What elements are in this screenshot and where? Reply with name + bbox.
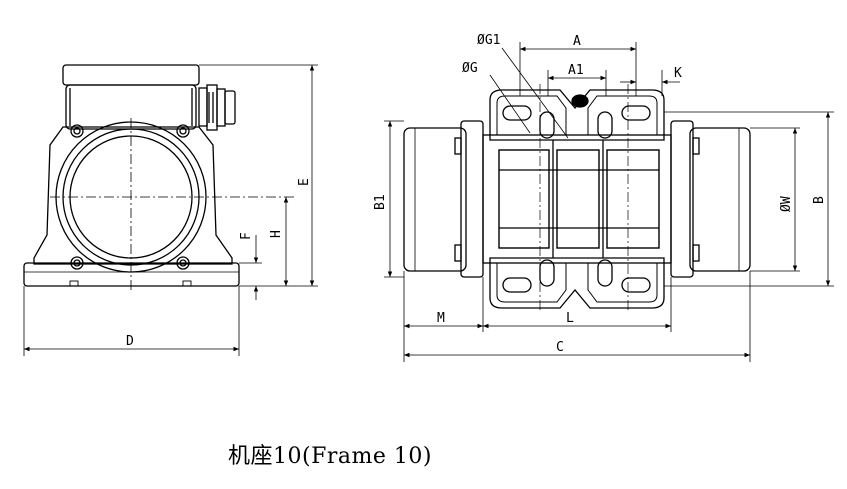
- label-L: L: [566, 311, 574, 326]
- label-B: B: [812, 196, 827, 204]
- label-E: E: [297, 178, 312, 186]
- cable-gland: [198, 84, 236, 131]
- label-F: F: [239, 232, 254, 240]
- label-D: D: [126, 334, 134, 349]
- front-view-dimensions: [23, 64, 318, 356]
- top-view: [403, 84, 751, 312]
- label-A: A: [573, 34, 581, 49]
- front-view: [23, 64, 296, 290]
- top-view-dimensions: [384, 42, 834, 362]
- corner-bolts: [70, 124, 190, 270]
- label-A1: A1: [568, 63, 584, 78]
- frame-caption: 机座10(Frame 10): [228, 444, 432, 469]
- label-H: H: [269, 230, 284, 238]
- dimension-labels: E H F D A A1 K ØG1 ØG B1 ØW B M L C: [126, 33, 827, 355]
- label-M: M: [437, 311, 445, 326]
- label-C: C: [556, 340, 564, 355]
- label-W: ØW: [779, 196, 794, 212]
- label-G: ØG: [462, 61, 478, 76]
- label-G1: ØG1: [477, 33, 500, 48]
- label-K: K: [674, 66, 682, 81]
- label-B1: B1: [373, 194, 388, 210]
